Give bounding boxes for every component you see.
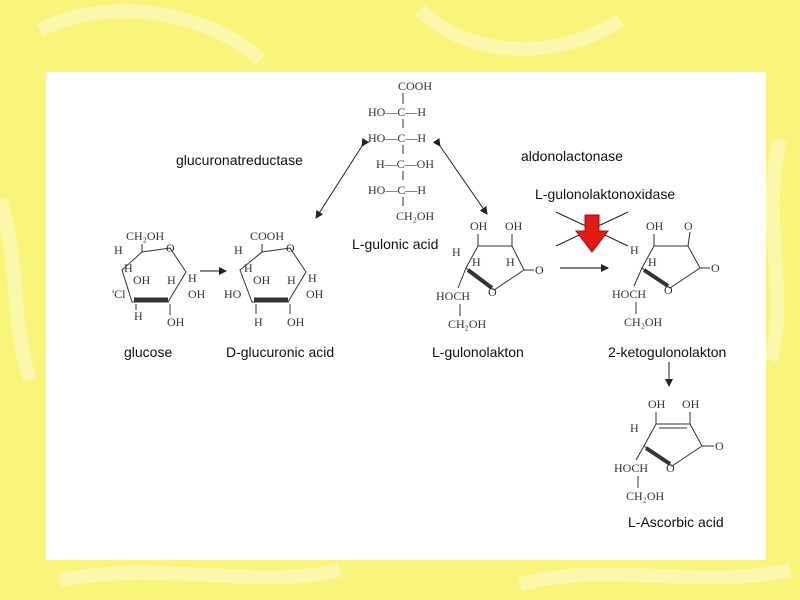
- ascorbic-acid-structure: OH OH O O H HOCH CH₂OH: [614, 397, 724, 503]
- svg-text:O: O: [711, 261, 720, 275]
- svg-text:OH: OH: [306, 287, 324, 301]
- svg-text:HO—C—H: HO—C—H: [368, 105, 426, 119]
- svg-text:CH₂OH: CH₂OH: [624, 315, 663, 329]
- svg-text:O: O: [684, 219, 693, 233]
- svg-text:COOH: COOH: [250, 229, 284, 243]
- gulonic-glucuronic-arrow: [315, 137, 370, 219]
- glucose-structure: CH₂OH O H OH H H H OH 'Cl H OH: [112, 229, 206, 329]
- svg-text:OH: OH: [253, 273, 271, 287]
- svg-text:H: H: [452, 245, 461, 259]
- svg-text:COOH: COOH: [398, 79, 432, 93]
- svg-text:OH: OH: [505, 219, 523, 233]
- enzyme-gulonolactone-oxidase: L-gulonolaktonoxidase: [535, 186, 676, 202]
- svg-text:CH₂OH: CH₂OH: [448, 317, 487, 331]
- l-gulonolactone-structure: OH OH O O H H H HOCH CH₂OH: [436, 219, 544, 331]
- svg-text:HOCH: HOCH: [436, 289, 470, 303]
- svg-text:OH: OH: [167, 315, 185, 329]
- label-ascorbic-acid: L-Ascorbic acid: [628, 514, 724, 530]
- d-glucuronic-acid-structure: COOH O H OH H H H OH HO H OH: [224, 229, 324, 329]
- svg-text:O: O: [715, 439, 724, 453]
- ketogulonolactone-structure: OH O O O H H HOCH CH₂OH: [612, 219, 720, 329]
- content-panel: [46, 72, 766, 560]
- svg-text:HO—C—H: HO—C—H: [368, 131, 426, 145]
- svg-text:H: H: [167, 273, 176, 287]
- label-glucose: glucose: [124, 344, 173, 360]
- label-l-gulonic-acid: L-gulonic acid: [352, 236, 439, 252]
- svg-text:OH: OH: [133, 273, 151, 287]
- svg-text:CH₂OH: CH₂OH: [396, 209, 435, 223]
- svg-text:'Cl: 'Cl: [112, 287, 126, 301]
- enzyme-glucuronate-reductase: glucuronatreductase: [176, 152, 303, 168]
- svg-text:O: O: [664, 283, 673, 297]
- svg-text:CH₂OH: CH₂OH: [626, 489, 665, 503]
- svg-text:H: H: [506, 255, 515, 269]
- svg-text:H: H: [114, 243, 123, 257]
- svg-text:HO—C—H: HO—C—H: [368, 183, 426, 197]
- svg-text:H: H: [124, 261, 133, 275]
- svg-text:H: H: [234, 243, 243, 257]
- svg-text:HOCH: HOCH: [612, 287, 646, 301]
- label-d-glucuronic-acid: D-glucuronic acid: [226, 344, 335, 360]
- svg-text:CH₂OH: CH₂OH: [126, 229, 165, 243]
- svg-text:O: O: [166, 241, 175, 255]
- svg-text:H: H: [630, 421, 639, 435]
- svg-text:H: H: [254, 315, 263, 329]
- svg-text:H: H: [244, 261, 253, 275]
- svg-text:OH: OH: [682, 397, 700, 411]
- svg-text:O: O: [286, 241, 295, 255]
- gulonic-gulonolactone-arrow: [432, 137, 488, 215]
- svg-text:H: H: [630, 243, 639, 257]
- enzyme-aldonolactonase: aldonolactonase: [521, 148, 623, 164]
- svg-text:O: O: [488, 285, 497, 299]
- svg-text:H: H: [287, 273, 296, 287]
- svg-text:OH: OH: [470, 219, 488, 233]
- svg-text:H: H: [134, 309, 143, 323]
- svg-text:H: H: [188, 271, 197, 285]
- red-block-arrow-icon: [574, 214, 610, 253]
- svg-text:OH: OH: [646, 219, 664, 233]
- svg-text:OH: OH: [648, 397, 666, 411]
- svg-text:H: H: [308, 271, 317, 285]
- svg-text:HO: HO: [224, 287, 242, 301]
- svg-text:OH: OH: [188, 287, 206, 301]
- svg-text:HOCH: HOCH: [614, 461, 648, 475]
- label-ketogulonolactone: 2-ketogulonolakton: [608, 344, 727, 360]
- label-l-gulonolactone: L-gulonolakton: [432, 344, 524, 360]
- svg-text:H: H: [648, 255, 657, 269]
- svg-text:O: O: [535, 263, 544, 277]
- svg-text:H—C—OH: H—C—OH: [376, 157, 434, 171]
- l-gulonic-acid-structure: COOH HO—C—H HO—C—H H—C—OH HO—C—H CH₂OH: [368, 79, 435, 223]
- svg-text:O: O: [666, 461, 675, 475]
- svg-text:OH: OH: [287, 315, 305, 329]
- svg-text:H: H: [472, 255, 481, 269]
